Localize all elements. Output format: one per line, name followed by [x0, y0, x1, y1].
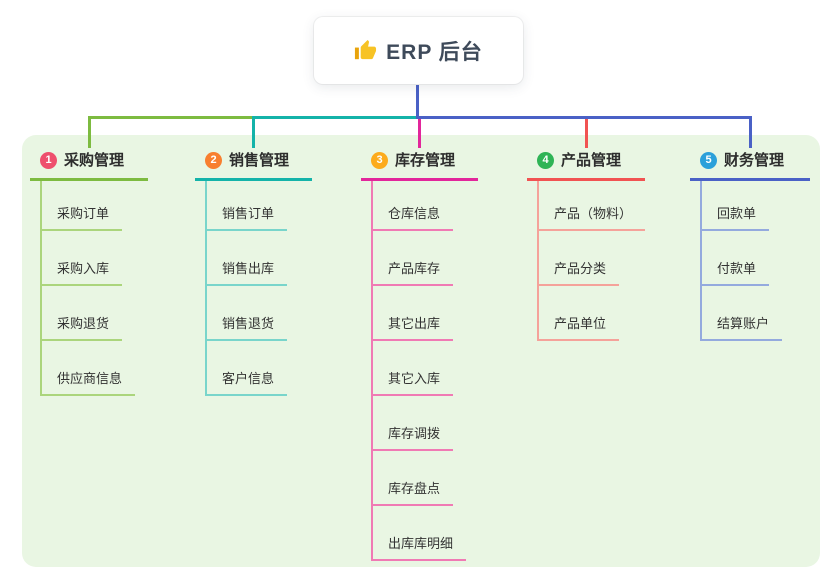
- child-node[interactable]: 销售出库: [205, 259, 288, 286]
- branch-header-2[interactable]: 2 销售管理: [195, 147, 312, 181]
- child-node[interactable]: 其它出库: [371, 314, 454, 341]
- connector-drop-1: [87, 119, 91, 148]
- branch-label: 库存管理: [395, 152, 456, 169]
- connector-drop-4: [584, 119, 588, 148]
- child-node[interactable]: 产品库存: [371, 259, 454, 286]
- connector-root-vertical: [415, 84, 419, 116]
- branch-number-badge: 1: [40, 152, 57, 169]
- branches-panel: [22, 135, 820, 567]
- branch-label: 财务管理: [724, 152, 785, 169]
- child-node[interactable]: 销售退货: [205, 314, 288, 341]
- branch-number-badge: 2: [205, 152, 222, 169]
- child-node[interactable]: 采购入库: [40, 259, 123, 286]
- child-node[interactable]: 采购退货: [40, 314, 123, 341]
- child-node[interactable]: 库存盘点: [371, 479, 454, 506]
- connector-horizontal-2: [252, 116, 420, 119]
- root-label: ERP 后台: [386, 40, 483, 64]
- branch-number-badge: 3: [371, 152, 388, 169]
- branch-header-5[interactable]: 5 财务管理: [690, 147, 810, 181]
- child-node[interactable]: 出库库明细: [371, 534, 467, 561]
- child-node[interactable]: 客户信息: [205, 369, 288, 396]
- child-node[interactable]: 产品分类: [537, 259, 620, 286]
- branch-header-1[interactable]: 1 采购管理: [30, 147, 148, 181]
- branch-header-3[interactable]: 3 库存管理: [361, 147, 478, 181]
- branch-spine-4: [537, 180, 539, 341]
- branch-label: 采购管理: [64, 152, 125, 169]
- child-node[interactable]: 库存调拨: [371, 424, 454, 451]
- child-node[interactable]: 采购订单: [40, 204, 123, 231]
- branch-spine-2: [205, 180, 207, 396]
- connector-horizontal-5: [415, 116, 752, 119]
- branch-label: 产品管理: [561, 152, 622, 169]
- thumbs-up-icon: [354, 39, 377, 62]
- connector-drop-3: [418, 119, 421, 148]
- branch-number-badge: 5: [700, 152, 717, 169]
- child-node[interactable]: 回款单: [700, 204, 770, 231]
- child-node[interactable]: 仓库信息: [371, 204, 454, 231]
- branch-header-4[interactable]: 4 产品管理: [527, 147, 645, 181]
- connector-drop-5: [748, 119, 752, 148]
- connector-drop-2: [252, 119, 255, 148]
- child-node[interactable]: 产品（物料）: [537, 204, 646, 231]
- child-node[interactable]: 结算账户: [700, 314, 783, 341]
- branch-spine-1: [40, 180, 42, 396]
- child-node[interactable]: 销售订单: [205, 204, 288, 231]
- child-node[interactable]: 付款单: [700, 259, 770, 286]
- child-node[interactable]: 产品单位: [537, 314, 620, 341]
- branch-label: 销售管理: [229, 152, 290, 169]
- branch-spine-5: [700, 180, 702, 341]
- child-node[interactable]: 供应商信息: [40, 369, 136, 396]
- child-node[interactable]: 其它入库: [371, 369, 454, 396]
- branch-spine-3: [371, 180, 373, 561]
- branch-number-badge: 4: [537, 152, 554, 169]
- root-node-erp[interactable]: ERP 后台: [314, 17, 523, 84]
